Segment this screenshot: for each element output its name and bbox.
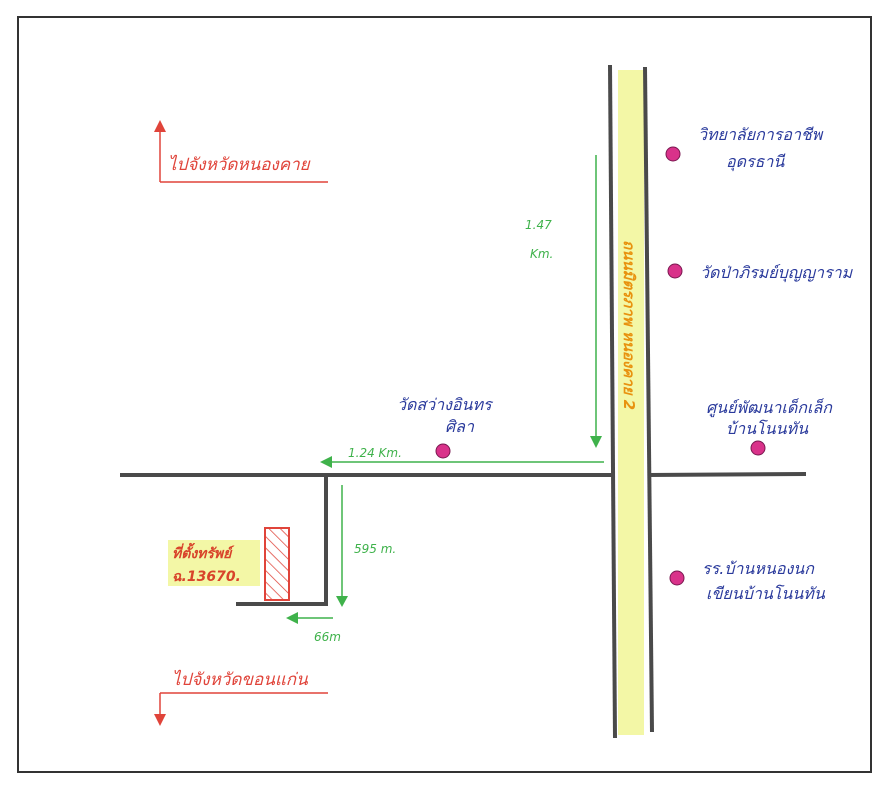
landmark-marker: [669, 570, 685, 586]
landmark-label: บ้านโนนทัน: [726, 419, 809, 438]
final-leg-arrow-head: [286, 612, 298, 624]
north-leg-unit: Km.: [530, 247, 553, 261]
south-arrow-head: [154, 714, 166, 726]
landmark-label: วัดสว่างอินทร: [397, 395, 494, 414]
north-leg-arrow-head: [590, 436, 602, 448]
plot-label-highlight-1: [168, 540, 260, 564]
property-plot: [264, 527, 290, 601]
landmark-label: รร.บ้านหนองนก: [702, 559, 815, 578]
south-leg-arrow-head: [336, 596, 348, 607]
landmark-label: ศิลา: [445, 417, 475, 436]
direction-south: ไปจังหวัดขอนแก่น: [172, 669, 308, 690]
main-road-label: ถนนมิตรภาพ หนองคาย 2: [620, 240, 638, 410]
cross-road-east: [647, 472, 807, 477]
landmark-marker: [750, 440, 766, 456]
south-leg-distance: 595 m.: [354, 542, 396, 556]
final-leg-distance: 66m: [314, 630, 341, 644]
plot-label-line1: ที่ตั้งทรัพย์: [172, 542, 235, 562]
landmark-label: ศูนย์พัฒนาเด็กเล็ก: [706, 398, 833, 418]
landmark-marker: [435, 443, 451, 459]
landmark-label: อุดรธานี: [726, 152, 786, 172]
plot-label-highlight-2: [168, 564, 260, 586]
north-arrow-head: [154, 120, 166, 132]
west-leg-distance: 1.24 Km.: [348, 446, 402, 460]
landmark-label: เขียนบ้านโนนทัน: [706, 584, 826, 603]
west-leg-arrow-head: [320, 456, 332, 468]
direction-north: ไปจังหวัดหนองคาย: [168, 154, 311, 175]
main-road-left-edge: [608, 64, 617, 739]
landmark-marker: [667, 263, 683, 279]
landmark-marker: [665, 146, 681, 162]
main-road-highlight: [618, 70, 644, 735]
landmark-label: วัดป่าภิรมย์บุญญาราม: [700, 263, 854, 283]
landmark-label: วิทยาลัยการอาชีพ: [698, 125, 824, 144]
plot-label-line2: ฉ.13670.: [172, 569, 241, 585]
main-road-right-edge: [643, 66, 654, 733]
north-leg-distance: 1.47: [525, 218, 552, 232]
